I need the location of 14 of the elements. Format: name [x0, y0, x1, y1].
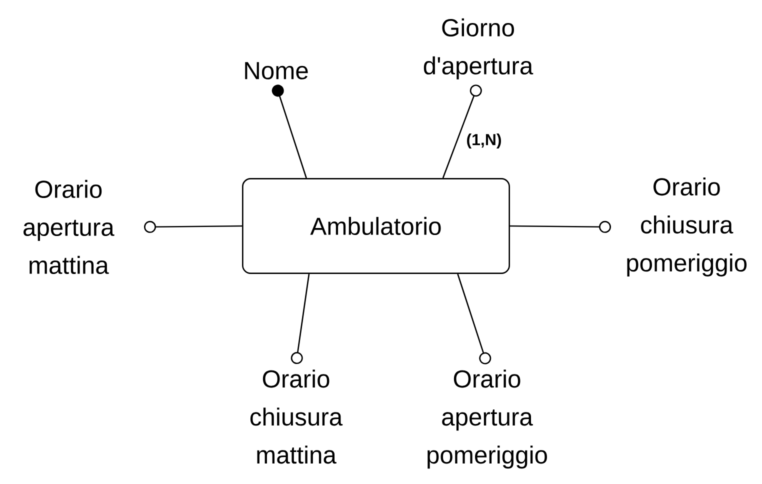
attribute-label: Orario chiusura pomeriggio — [627, 178, 747, 276]
connector — [442, 84, 482, 178]
connector — [272, 84, 307, 178]
entity-box: Ambulatorio — [242, 178, 510, 274]
connector — [290, 274, 310, 364]
attribute-label: Giorno d'apertura — [424, 18, 534, 80]
connector — [144, 220, 242, 233]
connector — [457, 274, 492, 364]
attribute-label: Orario apertura mattina — [24, 180, 114, 274]
attribute-label: Orario chiusura mattina — [250, 370, 343, 464]
connector — [510, 220, 611, 233]
attribute-label: Nome — [245, 62, 308, 80]
attribute-label: Orario apertura pomeriggio — [428, 370, 547, 469]
edge-label: (1,N) — [464, 132, 504, 150]
